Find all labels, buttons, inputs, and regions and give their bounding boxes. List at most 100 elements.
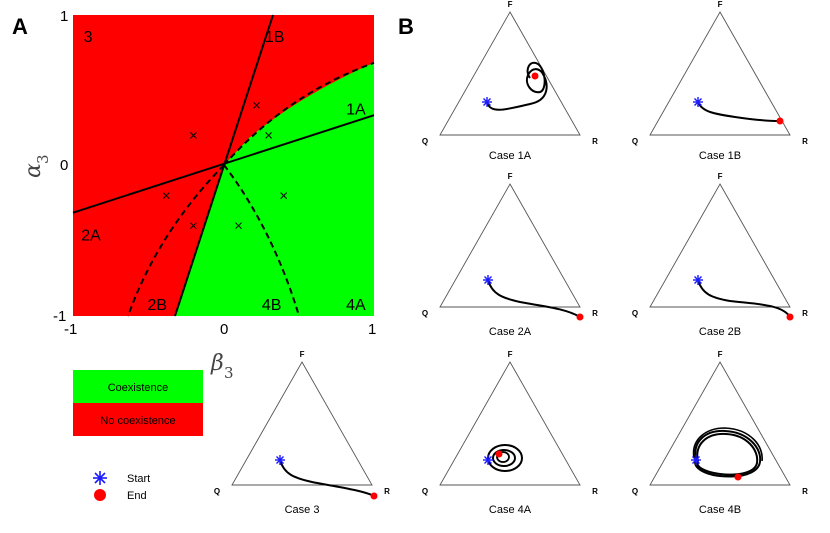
end-dot-icon (370, 492, 378, 500)
case-label: Case 3 (285, 504, 320, 516)
ytick-top: 1 (60, 8, 68, 25)
vertex-label-f: F (508, 0, 513, 9)
legend-start-label: Start (127, 473, 150, 485)
cross-marker (265, 132, 273, 139)
vertex-label-f: F (718, 172, 723, 181)
start-asterisk-icon (93, 471, 107, 485)
case-label: Case 4B (699, 504, 741, 516)
trajectory (279, 459, 375, 497)
region-label: 4B (262, 297, 282, 314)
vertex-label-r: R (592, 137, 598, 146)
trajectory (697, 279, 791, 318)
start-asterisk-icon (693, 275, 703, 285)
dashed-boundary-1a (223, 61, 375, 166)
ternary-triangle: F Q R (632, 172, 808, 318)
triangle-outline (649, 183, 791, 308)
legend-no-coexistence-swatch (73, 403, 203, 436)
panel-b-letter: B (398, 14, 414, 39)
region-label: 1A (346, 101, 366, 118)
ternary-case-4a: F Q R Case 4A (422, 350, 598, 516)
start-asterisk-icon (693, 97, 703, 107)
region-label: 3 (84, 29, 93, 46)
triangle-outline (649, 361, 791, 486)
start-asterisk-icon (691, 455, 701, 465)
case-label: Case 2B (699, 326, 741, 338)
end-dot-icon (776, 117, 784, 125)
case-label: Case 1A (489, 150, 532, 162)
vertex-label-r: R (802, 137, 808, 146)
legend: Coexistence No coexistence Start End (73, 370, 203, 502)
legend-coexistence-swatch (73, 370, 203, 403)
ternary-case-3: F Q R Case 3 (214, 350, 390, 516)
ternary-case-2b: F Q R Case 2B (632, 172, 808, 338)
start-asterisk-icon (275, 455, 285, 465)
ytick-middle: 0 (60, 157, 68, 174)
vertex-label-r: R (802, 309, 808, 318)
y-axis-title: α 3 (21, 154, 52, 178)
trajectory (487, 279, 581, 318)
region-label: 2A (81, 228, 101, 245)
end-dot-icon (576, 313, 584, 321)
svg-text:β: β (210, 351, 224, 376)
cross-marker (190, 132, 197, 139)
ternary-triangle: F Q R (214, 350, 390, 496)
legend-coexistence-label: Coexistence (108, 382, 169, 394)
vertex-label-q: Q (632, 137, 638, 146)
vertex-label-q: Q (632, 309, 638, 318)
ternary-triangle: F Q R (422, 350, 598, 496)
end-dot-icon (495, 450, 503, 458)
case-label: Case 2A (489, 326, 532, 338)
trajectory (486, 61, 548, 111)
legend-end-label: End (127, 490, 147, 502)
svg-text:3: 3 (224, 364, 234, 382)
xtick-middle: 0 (220, 321, 228, 338)
vertex-label-r: R (592, 309, 598, 318)
end-dot-icon (94, 489, 106, 501)
vertex-label-q: Q (422, 137, 428, 146)
case-label: Case 4A (489, 504, 532, 516)
triangle-outline (439, 11, 581, 136)
legend-no-coexistence-label: No coexistence (100, 415, 175, 427)
vertex-label-f: F (300, 350, 305, 359)
vertex-label-q: Q (214, 487, 220, 496)
coexistence-region-upper (224, 62, 374, 316)
vertex-label-f: F (508, 350, 513, 359)
region-label: 2B (147, 297, 167, 314)
dashed-boundary-4b (223, 164, 300, 317)
cross-marker (280, 192, 288, 199)
end-dot-icon (531, 72, 539, 80)
start-asterisk-icon (483, 275, 493, 285)
triangle-outline (439, 361, 581, 486)
xtick-left: -1 (64, 321, 77, 338)
vertex-label-r: R (592, 487, 598, 496)
cross-markers (162, 101, 288, 230)
x-axis-title: β 3 (210, 351, 234, 382)
panel-a-letter: A (12, 14, 28, 39)
triangle-outline (649, 11, 791, 136)
end-dot-icon (734, 473, 742, 481)
dashed-boundary-2b (127, 164, 225, 317)
xtick-right: 1 (368, 321, 376, 338)
cross-marker (190, 222, 197, 230)
cross-marker (235, 222, 242, 230)
vertex-label-r: R (802, 487, 808, 496)
end-dot-icon (786, 313, 794, 321)
ytick-bottom: -1 (53, 308, 66, 325)
vertex-label-f: F (718, 350, 723, 359)
vertex-label-q: Q (422, 487, 428, 496)
vertex-label-r: R (384, 487, 390, 496)
coexistence-region-lower (175, 165, 299, 316)
start-asterisk-icon (483, 455, 493, 465)
region-label: 4A (346, 297, 366, 314)
svg-text:α: α (21, 163, 46, 178)
ternary-triangle: F Q R (422, 0, 598, 146)
case-label: Case 1B (699, 150, 741, 162)
